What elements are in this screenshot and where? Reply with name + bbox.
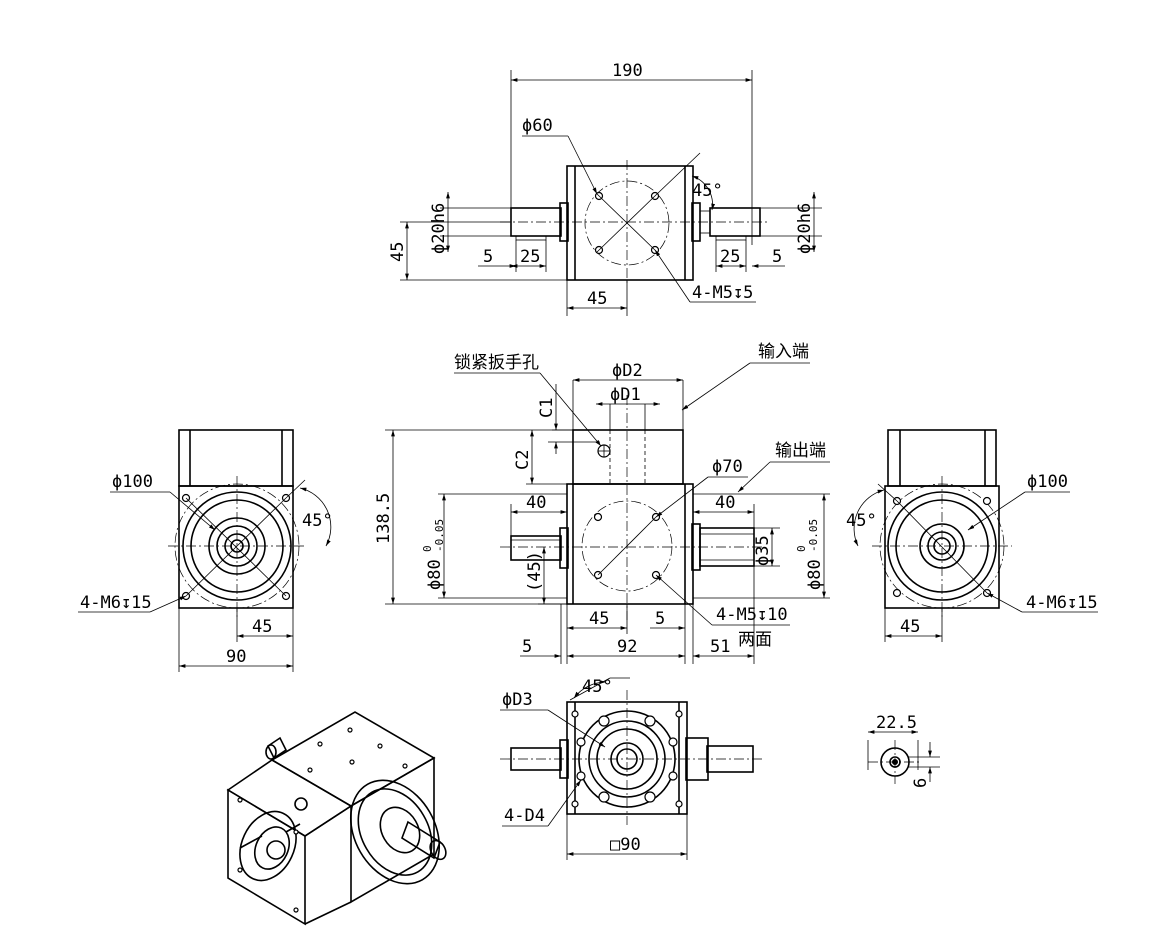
keyway-width: 22.5 bbox=[876, 713, 917, 733]
top-key-len-right: 25 bbox=[720, 247, 740, 267]
left-angle: 45° bbox=[302, 511, 333, 531]
top-angle: 45° bbox=[692, 181, 723, 201]
top-key-gap-right: 5 bbox=[772, 247, 782, 267]
top-tap: 4-M5↧5 bbox=[692, 283, 753, 303]
bottom-d3: ϕD3 bbox=[502, 690, 533, 710]
front-both-sides: 两面 bbox=[738, 630, 772, 650]
front-pilot-left-up: 0 bbox=[421, 545, 434, 552]
front-c1: C1 bbox=[537, 398, 557, 418]
top-shaft-left: ϕ20h6 bbox=[429, 203, 449, 254]
top-key-gap-left: 5 bbox=[483, 247, 493, 267]
left-view: ϕ100 45° 4-M6↧15 45 90 bbox=[78, 429, 333, 672]
left-width: 90 bbox=[226, 647, 246, 667]
top-height: 45 bbox=[388, 242, 408, 262]
isometric-view bbox=[226, 711, 447, 926]
top-shaft-right: ϕ20h6 bbox=[795, 203, 815, 254]
front-output-end: 输出端 bbox=[775, 441, 826, 461]
front-shaft-len-right: 40 bbox=[715, 493, 735, 513]
top-offset: 45 bbox=[587, 289, 607, 309]
front-view: ϕD2 ϕD1 锁紧扳手孔 输入端 输出端 C1 C2 138.5 bbox=[374, 342, 830, 664]
front-input-end: 输入端 bbox=[758, 342, 809, 362]
left-offset: 45 bbox=[252, 617, 272, 637]
left-flange: ϕ100 bbox=[112, 472, 153, 492]
top-bolt-circle: ϕ60 bbox=[522, 116, 553, 136]
front-dim-51: 51 bbox=[710, 637, 730, 657]
left-tap: 4-M6↧15 bbox=[80, 593, 152, 613]
front-width-92: 92 bbox=[617, 637, 637, 657]
right-tap: 4-M6↧15 bbox=[1026, 593, 1098, 613]
top-view: 190 ϕ60 45° ϕ20h6 ϕ20h6 45 5 25 bbox=[388, 61, 822, 316]
front-pilot-left-low: -0.05 bbox=[433, 519, 446, 552]
right-angle: 45° bbox=[846, 511, 877, 531]
right-view: ϕ100 45° 4-M6↧15 45 bbox=[846, 429, 1098, 642]
front-shaft-height: (45) bbox=[525, 551, 545, 592]
front-pilot-right-up: 0 bbox=[795, 545, 808, 552]
front-shaft-len-left: 40 bbox=[526, 493, 546, 513]
front-pilot-right: ϕ80 bbox=[805, 559, 825, 590]
front-bolt-circle: ϕ70 bbox=[712, 457, 743, 477]
right-offset: 45 bbox=[900, 617, 920, 637]
bottom-view: 45° ϕD3 4-D4 □90 bbox=[500, 677, 765, 860]
front-c2: C2 bbox=[513, 450, 533, 470]
top-width-dim: 190 bbox=[612, 61, 643, 81]
front-height: 138.5 bbox=[374, 493, 394, 544]
front-pilot-right-low: -0.05 bbox=[807, 519, 820, 552]
front-offset-45: 45 bbox=[589, 609, 609, 629]
front-shaft-dia: ϕ35 bbox=[753, 535, 773, 566]
right-flange: ϕ100 bbox=[1027, 472, 1068, 492]
front-pilot-left: ϕ80 bbox=[425, 559, 445, 590]
front-wrench-hole: 锁紧扳手孔 bbox=[454, 353, 539, 373]
front-d2: ϕD2 bbox=[612, 361, 643, 381]
top-key-len-left: 25 bbox=[520, 247, 540, 267]
bottom-angle: 45° bbox=[582, 677, 613, 697]
bottom-holes: 4-D4 bbox=[504, 806, 545, 826]
bottom-square: □90 bbox=[610, 835, 641, 855]
front-dim-5-bottom: 5 bbox=[522, 637, 532, 657]
keyway-detail: 22.5 6 bbox=[867, 713, 940, 788]
front-d1: ϕD1 bbox=[610, 385, 641, 405]
front-tap: 4-M5↧10 bbox=[716, 605, 788, 625]
front-dim-5: 5 bbox=[655, 609, 665, 629]
keyway-depth: 6 bbox=[911, 778, 931, 788]
